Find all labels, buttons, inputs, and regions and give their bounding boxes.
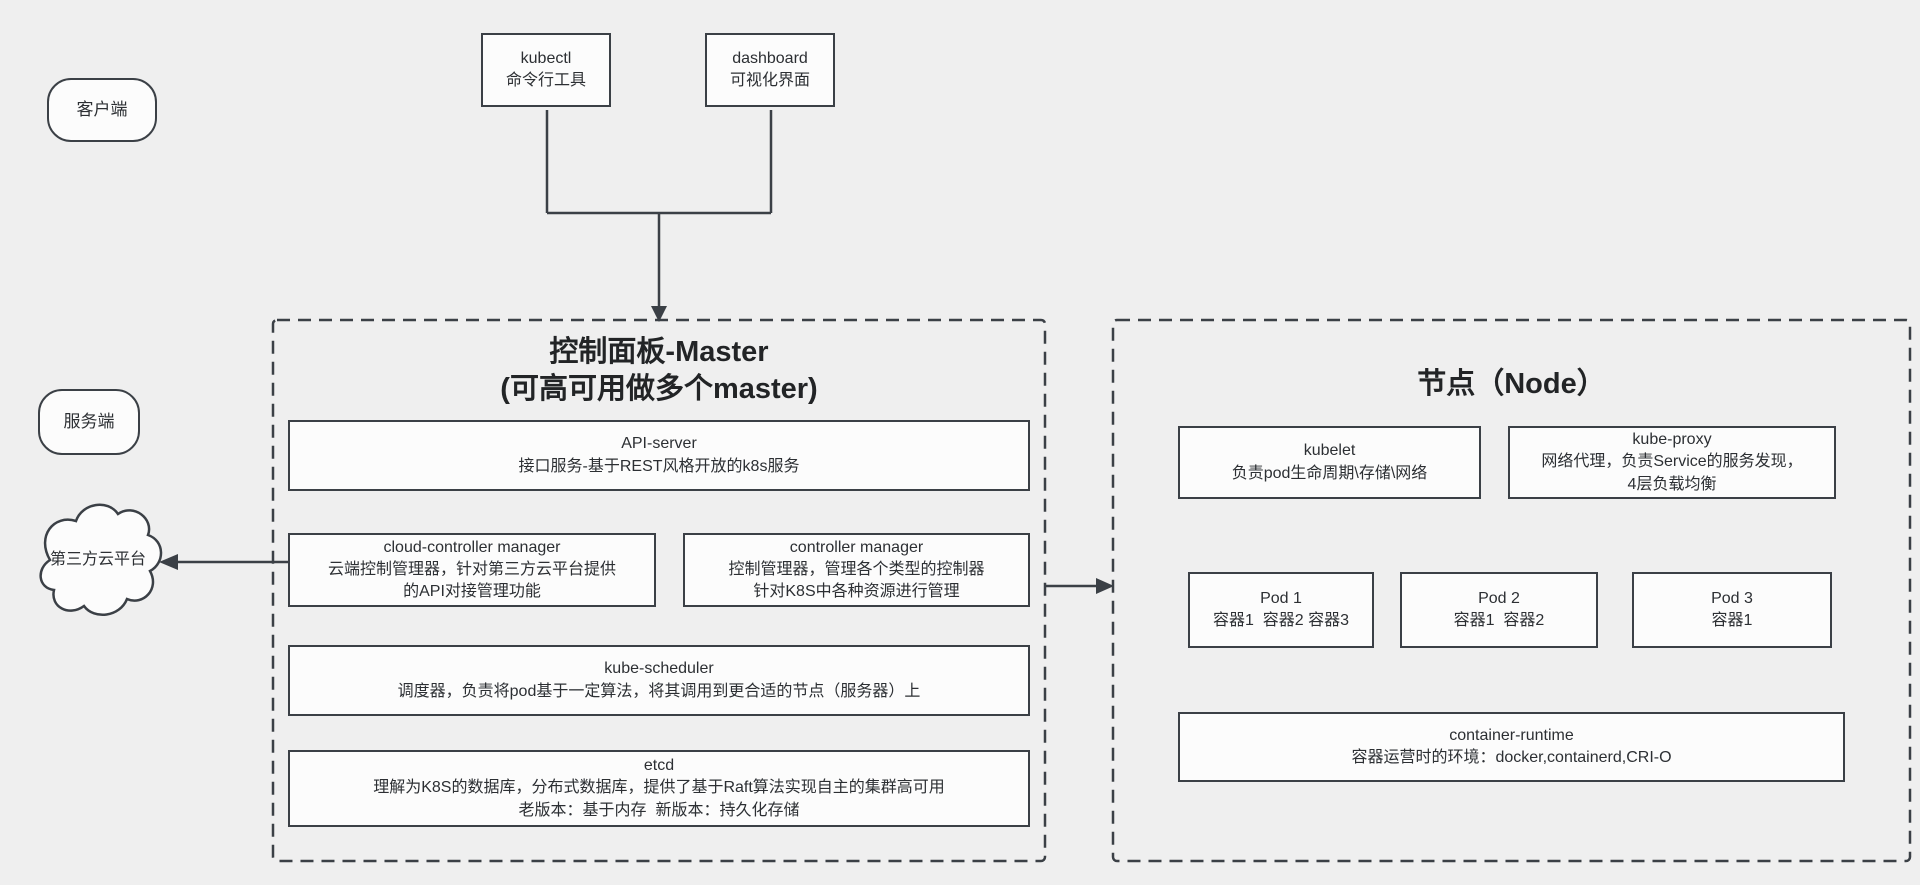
client-node: 客户端: [47, 78, 157, 142]
arrowhead-left-icon: [159, 554, 178, 570]
cloud-controller-manager-node: cloud-controller manager 云端控制管理器，针对第三方云平…: [288, 533, 656, 607]
master-title-line1: 控制面板-Master: [549, 336, 769, 368]
client-label: 客户端: [76, 100, 128, 120]
controller-manager-desc-line2: 针对K8S中各种资源进行管理: [753, 583, 960, 601]
third-party-cloud-label: 第三方云平台: [49, 550, 146, 568]
server-node: 服务端: [38, 389, 140, 455]
pod2-title: Pod 2: [1478, 589, 1520, 607]
pod3-title: Pod 3: [1711, 589, 1753, 607]
node-panel-title: 节点（Node）: [1113, 366, 1910, 403]
dashboard-node: dashboard 可视化界面: [705, 33, 835, 107]
kube-proxy-title: kube-proxy: [1632, 431, 1712, 449]
client-to-master-connector: [545, 110, 773, 307]
kube-scheduler-node: kube-scheduler 调度器，负责将pod基于一定算法，将其调用到更合适…: [288, 645, 1030, 716]
api-server-node: API-server 接口服务-基于REST风格开放的k8s服务: [288, 420, 1030, 491]
server-label: 服务端: [63, 412, 115, 432]
container-runtime-node: container-runtime 容器运营时的环境：docker,contai…: [1178, 712, 1845, 782]
kubelet-desc: 负责pod生命周期\存储\网络: [1231, 464, 1428, 482]
pod3-node: Pod 3 容器1: [1632, 572, 1832, 648]
cloud-controller-manager-desc-line2: 的API对接管理功能: [403, 583, 541, 601]
kube-proxy-desc-line1: 网络代理，负责Service的服务发现，: [1541, 453, 1803, 471]
etcd-title: etcd: [643, 757, 675, 775]
dashboard-title: dashboard: [732, 49, 808, 67]
kubelet-node: kubelet 负责pod生命周期\存储\网络: [1178, 426, 1481, 499]
api-server-desc: 接口服务-基于REST风格开放的k8s服务: [518, 457, 800, 475]
kubelet-title: kubelet: [1303, 442, 1356, 460]
etcd-desc-line2: 老版本：基于内存 新版本：持久化存储: [518, 801, 800, 819]
master-title-line2: (可高可用做多个master): [500, 373, 818, 406]
container-runtime-desc: 容器运营时的环境：docker,containerd,CRI-O: [1351, 749, 1672, 766]
kube-proxy-desc-line2: 4层负载均衡: [1627, 475, 1717, 493]
master-panel-title: 控制面板-Master (可高可用做多个master): [273, 334, 1045, 408]
etcd-desc-line1: 理解为K8S的数据库，分布式数据库，提供了基于Raft算法实现自主的集群高可用: [373, 779, 945, 797]
dashboard-subtitle: 可视化界面: [729, 72, 810, 89]
pod1-node: Pod 1 容器1 容器2 容器3: [1188, 572, 1374, 648]
node-title: 节点（Node）: [1417, 368, 1606, 400]
pod2-node: Pod 2 容器1 容器2: [1400, 572, 1598, 648]
controller-manager-title: controller manager: [789, 538, 924, 556]
kubectl-title: kubectl: [520, 49, 572, 67]
api-server-title: API-server: [621, 435, 697, 453]
controller-manager-node: controller manager 控制管理器，管理各个类型的控制器 针对K8…: [683, 533, 1030, 607]
controller-manager-desc-line1: 控制管理器，管理各个类型的控制器: [728, 560, 985, 578]
pod1-title: Pod 1: [1260, 589, 1302, 607]
kube-scheduler-title: kube-scheduler: [604, 660, 714, 678]
kubectl-node: kubectl 命令行工具: [481, 33, 611, 107]
third-party-cloud-node: 第三方云平台: [48, 532, 148, 588]
kube-proxy-node: kube-proxy 网络代理，负责Service的服务发现， 4层负载均衡: [1508, 426, 1836, 499]
cloud-controller-manager-title: cloud-controller manager: [383, 538, 561, 556]
pod3-containers: 容器1: [1711, 612, 1753, 629]
cloud-controller-manager-desc-line1: 云端控制管理器，针对第三方云平台提供: [327, 560, 616, 578]
container-runtime-title: container-runtime: [1449, 726, 1574, 744]
pod1-containers: 容器1 容器2 容器3: [1212, 612, 1350, 629]
etcd-node: etcd 理解为K8S的数据库，分布式数据库，提供了基于Raft算法实现自主的集…: [288, 750, 1030, 827]
arrowhead-right-icon: [1096, 578, 1114, 594]
arrowhead-down-icon: [651, 306, 667, 322]
pod2-containers: 容器1 容器2: [1453, 612, 1545, 629]
kube-scheduler-desc: 调度器，负责将pod基于一定算法，将其调用到更合适的节点（服务器）上: [397, 682, 921, 700]
kubectl-subtitle: 命令行工具: [505, 72, 586, 89]
